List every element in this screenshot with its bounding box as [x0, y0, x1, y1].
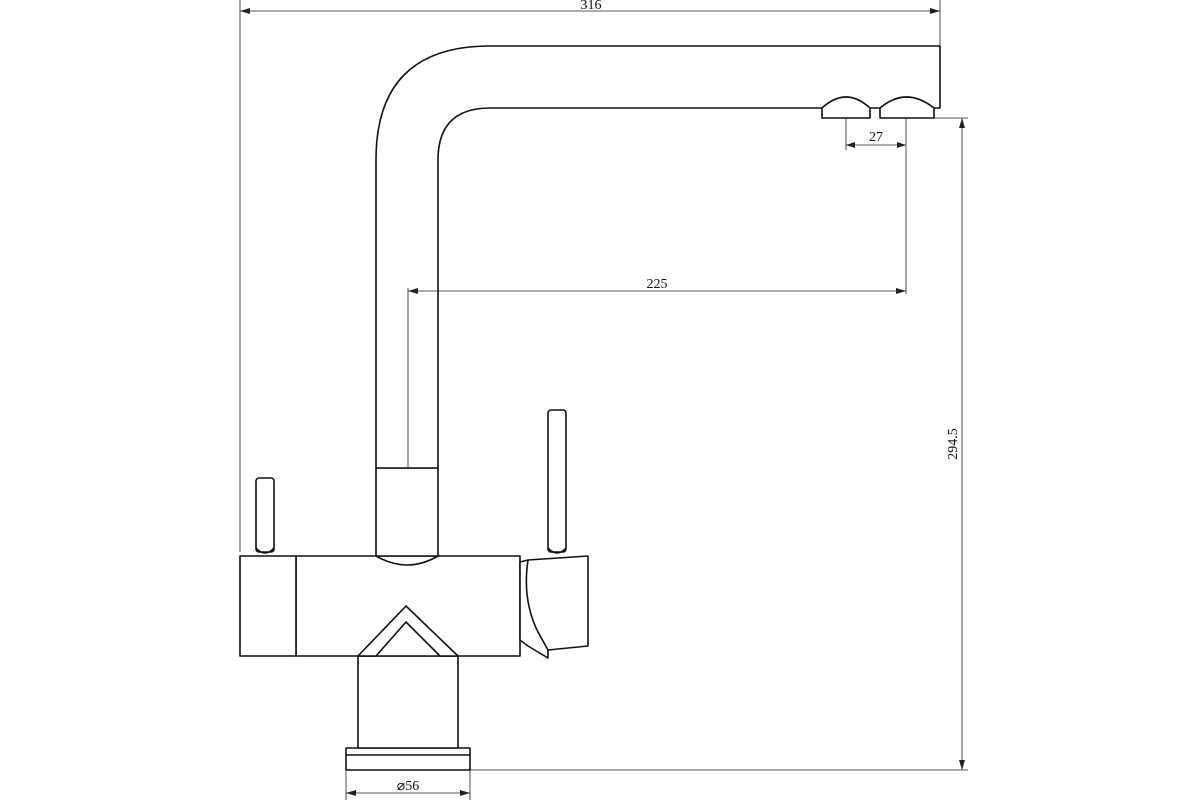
dimension-lines: [239, 0, 968, 800]
left-lever: [255, 477, 275, 553]
base-stem: [357, 655, 459, 749]
dimension-label-base-diameter: ⌀56: [397, 779, 419, 794]
base-plate: [345, 747, 471, 771]
dimension-label-spout-reach: 225: [647, 277, 668, 292]
dimension-label-overall-width: 316: [581, 0, 602, 13]
right-handle-housing: [519, 555, 589, 659]
valve-body: [295, 555, 521, 657]
outlet-left: [821, 96, 871, 119]
dimension-label-outlet-spacing: 27: [869, 130, 883, 145]
right-lever: [547, 409, 567, 553]
inlet-joint: [357, 605, 459, 657]
dimension-label-overall-height: 294.5: [946, 428, 961, 460]
outlet-right: [879, 96, 935, 119]
spout-collar: [375, 467, 439, 557]
spout: [375, 45, 941, 469]
faucet-outline: [239, 45, 941, 771]
left-handle-housing: [239, 555, 297, 657]
